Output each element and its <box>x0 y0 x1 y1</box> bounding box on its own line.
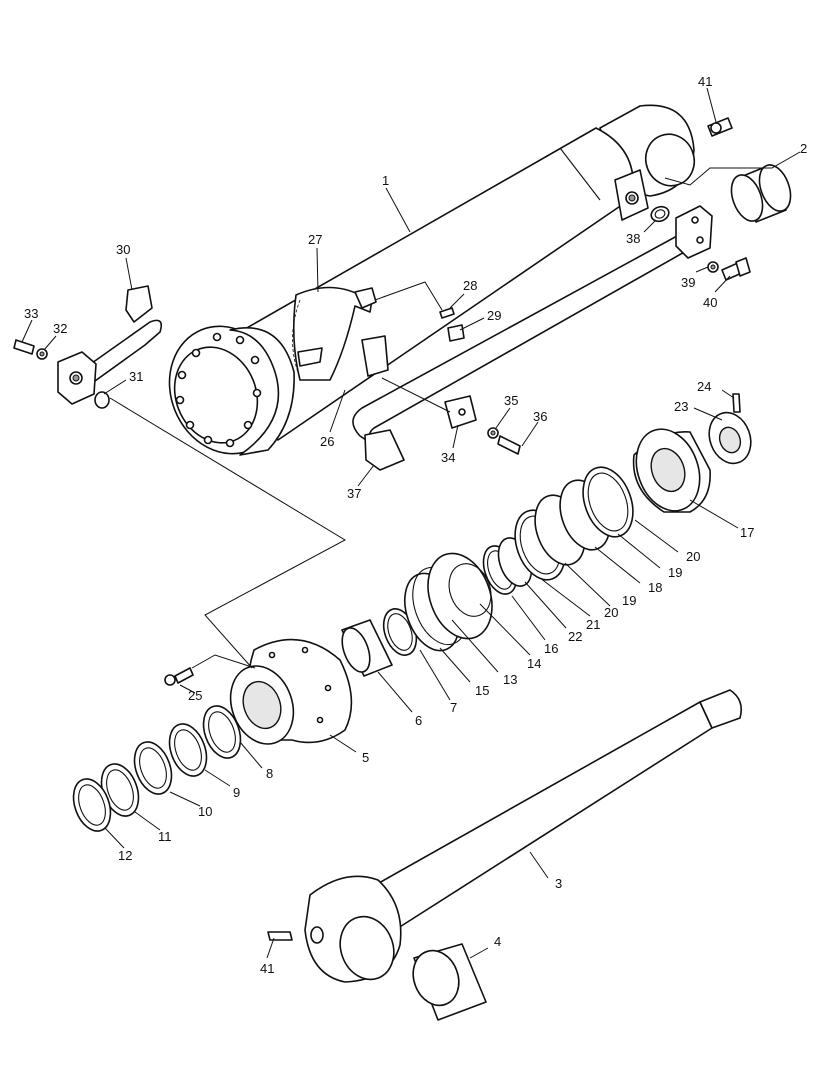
gland-and-seals <box>72 393 752 832</box>
callout-23: 23 <box>674 399 688 414</box>
callout-6: 6 <box>415 713 422 728</box>
callout-2: 2 <box>800 141 807 156</box>
callout-12: 12 <box>118 848 132 863</box>
callout-10: 10 <box>198 804 212 819</box>
callout-34: 34 <box>441 450 455 465</box>
callout-1: 1 <box>382 173 389 188</box>
callout-33: 33 <box>24 306 38 321</box>
callout-40: 40 <box>703 295 717 310</box>
callout-21: 21 <box>586 617 600 632</box>
callout-7: 7 <box>450 700 457 715</box>
callout-36: 36 <box>533 409 547 424</box>
callout-labels: 1 2 3 4 5 6 7 8 9 10 11 12 13 14 15 16 1… <box>24 74 807 976</box>
callout-4: 4 <box>494 934 501 949</box>
callout-5: 5 <box>362 750 369 765</box>
callout-29: 29 <box>487 308 501 323</box>
callout-20a: 20 <box>686 549 700 564</box>
callout-31: 31 <box>129 369 143 384</box>
callout-39: 39 <box>681 275 695 290</box>
callout-20b: 20 <box>604 605 618 620</box>
callout-35: 35 <box>504 393 518 408</box>
front-tube-assembly <box>13 285 163 409</box>
callout-24: 24 <box>697 379 711 394</box>
callout-32: 32 <box>53 321 67 336</box>
callout-14: 14 <box>527 656 541 671</box>
callout-19b: 19 <box>622 593 636 608</box>
leader-lines <box>21 87 801 959</box>
callout-18: 18 <box>648 580 662 595</box>
callout-25: 25 <box>188 688 202 703</box>
callout-8: 8 <box>266 766 273 781</box>
grease-nipple-top <box>707 117 733 137</box>
callout-28: 28 <box>463 278 477 293</box>
callout-11: 11 <box>158 829 172 844</box>
callout-30: 30 <box>116 242 130 257</box>
callout-15: 15 <box>475 683 489 698</box>
flange-bolt-holes <box>175 332 262 448</box>
callout-27: 27 <box>308 232 322 247</box>
callout-38: 38 <box>626 231 640 246</box>
callout-37: 37 <box>347 486 361 501</box>
callout-17: 17 <box>740 525 754 540</box>
callout-41b: 41 <box>260 961 274 976</box>
callout-13: 13 <box>503 672 517 687</box>
piston-rod <box>267 689 743 983</box>
rear-bushing <box>730 164 792 223</box>
callout-22: 22 <box>568 629 582 644</box>
callout-9: 9 <box>233 785 240 800</box>
rod-bushing <box>412 943 487 1021</box>
callout-26: 26 <box>320 434 334 449</box>
callout-16: 16 <box>544 641 558 656</box>
callout-19a: 19 <box>668 565 682 580</box>
clamp-hardware <box>364 307 521 471</box>
cylinder-barrel <box>168 104 696 456</box>
callout-41a: 41 <box>698 74 712 89</box>
callout-3: 3 <box>555 876 562 891</box>
